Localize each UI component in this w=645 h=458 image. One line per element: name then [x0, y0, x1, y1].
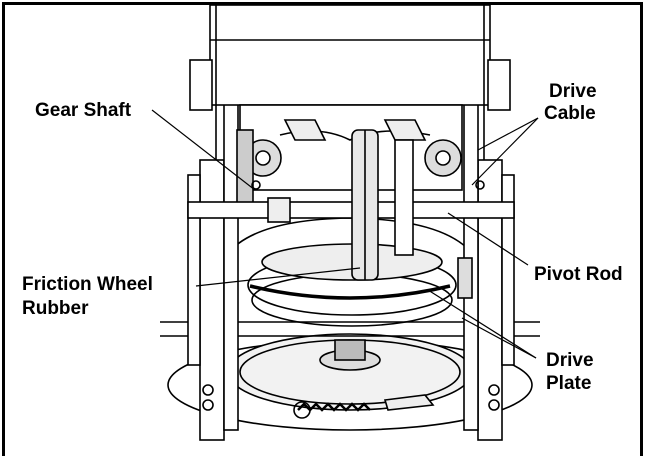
- leader-drive-plate-1: [427, 289, 537, 359]
- leader-drive-cable-1: [477, 117, 539, 151]
- leader-drive-plate-2: [461, 317, 537, 359]
- leader-pivot-rod: [447, 212, 529, 266]
- leader-friction-wheel: [195, 267, 361, 287]
- frame-right-border: [640, 2, 643, 456]
- gear-shaft: [236, 129, 254, 211]
- label-gear-shaft: Gear Shaft: [35, 100, 132, 121]
- gear-housing: [209, 4, 491, 106]
- label-drive-plate-line1: Drive: [546, 350, 594, 371]
- leader-drive-cable-2: [471, 117, 539, 186]
- label-pivot-rod: Pivot Rod: [534, 264, 623, 285]
- leader-gear-shaft: [151, 109, 256, 191]
- label-friction-wheel-line1: Friction Wheel: [22, 274, 153, 295]
- label-drive-plate-line2: Plate: [546, 373, 592, 394]
- label-friction-wheel-line2: Rubber: [22, 298, 89, 319]
- frame-top-border: [2, 2, 643, 5]
- pivot-rod: [187, 201, 515, 219]
- label-drive-cable-line2: Cable: [544, 103, 596, 124]
- label-drive-cable-line1: Drive: [549, 81, 597, 102]
- frame-left-border: [2, 2, 5, 456]
